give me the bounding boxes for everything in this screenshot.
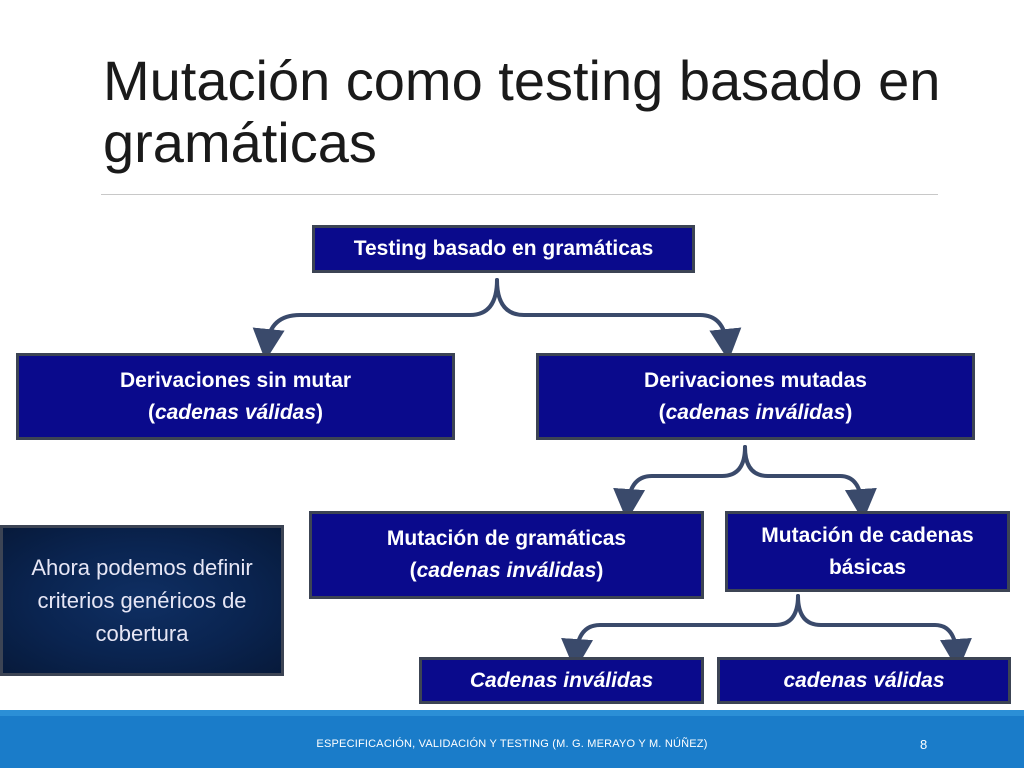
footer-bar (0, 716, 1024, 768)
coverage-note: Ahora podemos definir criterios genérico… (0, 525, 284, 676)
left-italic: cadenas válidas (154, 400, 317, 424)
string-mutation-line2: básicas (828, 555, 907, 579)
connector-root (252, 278, 742, 361)
grammar-mutation-line1: Mutación de gramáticas (386, 527, 627, 550)
root-label: Testing basado en gramáticas (353, 237, 654, 260)
left-line1: Derivaciones sin mutar (119, 368, 352, 392)
grammar-mutation-box: Mutación de gramáticas (cadenas inválida… (309, 511, 704, 599)
grammar-mutation-line2: (cadenas inválidas) (409, 559, 604, 582)
footer-accent (0, 710, 1024, 716)
leaf-invalid-box: Cadenas inválidas (419, 657, 704, 704)
string-mutation-box: Mutación de cadenas básicas (725, 511, 1010, 592)
connector-mutacion-cadenas (561, 594, 972, 671)
coverage-note-text: Ahora podemos definir criterios genérico… (31, 555, 253, 646)
title-divider (101, 194, 938, 195)
right-box: Derivaciones mutadas (cadenas inválidas) (536, 353, 975, 440)
left-box: Derivaciones sin mutar (cadenas válidas) (16, 353, 455, 440)
slide-title: Mutación como testing basado en gramátic… (103, 49, 941, 174)
connector-derivaciones-mutadas (613, 445, 877, 521)
page-number: 8 (920, 737, 928, 752)
footer-text: ESPECIFICACIÓN, VALIDACIÓN Y TESTING (M.… (316, 738, 708, 750)
leaf-valid-label: cadenas válidas (783, 668, 945, 692)
root-box: Testing basado en gramáticas (312, 225, 695, 273)
leaf-invalid-label: Cadenas inválidas (469, 668, 654, 692)
string-mutation-line1: Mutación de cadenas (761, 523, 974, 547)
right-line2: (cadenas inválidas) (658, 400, 853, 424)
grammar-mutation-italic: cadenas inválidas (416, 559, 597, 582)
left-line2: (cadenas válidas) (147, 400, 324, 424)
right-line1: Derivaciones mutadas (644, 368, 867, 392)
right-italic: cadenas inválidas (665, 400, 846, 424)
leaf-valid-box: cadenas válidas (717, 657, 1011, 704)
